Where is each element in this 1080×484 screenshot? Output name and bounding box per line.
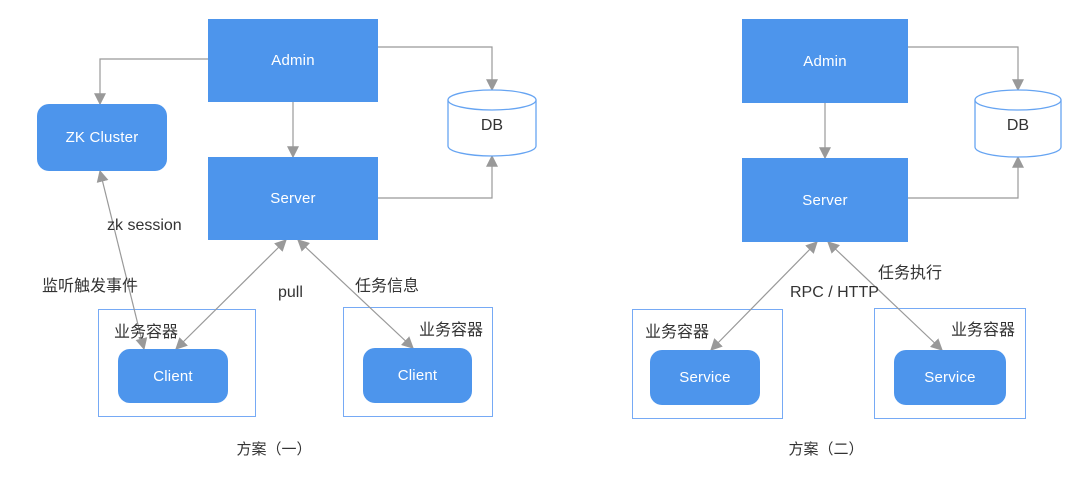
task-exec-edge-label: 任务执行 <box>878 265 943 282</box>
left-admin-node: Admin <box>208 19 378 102</box>
right-container-2-label: 业务容器 <box>950 322 1015 339</box>
right-admin-node: Admin <box>742 19 908 103</box>
left-client-1-label: Client <box>153 367 193 385</box>
pull-edge-label: pull <box>278 284 303 301</box>
right-server-node: Server <box>742 158 908 242</box>
right-scheme-caption: 方案（二） <box>788 441 864 458</box>
left-container-1-label: 业务容器 <box>114 324 179 341</box>
right-admin-label: Admin <box>803 52 847 70</box>
task-info-edge-label: 任务信息 <box>355 278 420 295</box>
left-server-label: Server <box>270 190 316 207</box>
right-server-label: Server <box>802 191 848 209</box>
zk-cluster-label: ZK Cluster <box>65 129 139 146</box>
right-service-2-node: Service <box>894 350 1006 405</box>
db-cylinder-icon-left <box>447 89 537 157</box>
edge-server-service1-rpc <box>710 241 818 351</box>
edge-server-to-db-left <box>378 154 498 199</box>
edge-server-client2-taskinfo <box>297 239 414 349</box>
edge-server-service2-taskexec <box>827 241 943 351</box>
zk-cluster-node: ZK Cluster <box>37 104 167 171</box>
left-scheme-caption: 方案（一） <box>236 441 312 458</box>
left-client-2-node: Client <box>363 348 472 403</box>
left-container-2-label: 业务容器 <box>418 322 483 339</box>
db-cylinder-icon-right <box>974 89 1062 158</box>
listen-trigger-edge-label: 监听触发事件 <box>42 278 139 295</box>
edge-server-to-db-right <box>908 155 1024 199</box>
right-container-1-label: 业务容器 <box>645 324 710 341</box>
right-db-label: DB <box>1006 117 1030 134</box>
edge-admin-to-db-left <box>378 46 498 92</box>
edge-admin-to-db-right <box>908 46 1024 92</box>
left-admin-label: Admin <box>271 52 315 69</box>
rpc-http-edge-label: RPC / HTTP <box>790 284 879 301</box>
left-db-label: DB <box>480 117 504 134</box>
right-service-2-label: Service <box>924 369 976 386</box>
zk-session-edge-label: zk session <box>107 217 182 234</box>
edge-admin-to-zk <box>94 58 208 106</box>
right-service-1-label: Service <box>679 369 731 386</box>
left-client-2-label: Client <box>397 367 438 384</box>
edge-zk-client1-session <box>96 169 148 351</box>
left-client-1-node: Client <box>118 349 228 403</box>
edge-server-client1-pull <box>175 239 287 350</box>
left-server-node: Server <box>208 157 378 240</box>
right-service-1-node: Service <box>650 350 760 405</box>
